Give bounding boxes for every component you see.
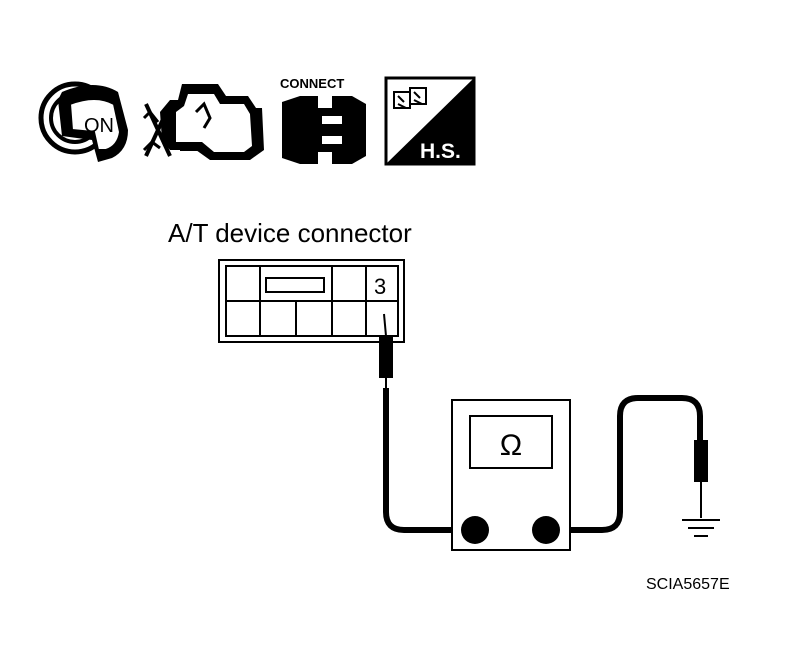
- connector-small-icon: [393, 87, 427, 109]
- probe-positive: [379, 313, 393, 388]
- engine-stopped-icon: [142, 84, 264, 160]
- hs-label: H.S.: [420, 140, 461, 163]
- ohm-symbol: Ω: [500, 429, 522, 462]
- ohmmeter: Ω: [451, 399, 571, 551]
- meter-terminal-negative: [532, 516, 560, 544]
- at-device-connector: 3: [218, 259, 405, 343]
- terminal-number-label: 3: [374, 274, 386, 299]
- meter-terminal-positive: [461, 516, 489, 544]
- probe-ground: [694, 440, 708, 518]
- connect-harness-icon: CONNECT: [280, 76, 366, 164]
- lead-wire-negative: [546, 395, 703, 533]
- ground-symbol: [682, 519, 720, 537]
- hs-harness-icon: H.S.: [384, 76, 476, 166]
- connector-title: A/T device connector: [168, 218, 412, 248]
- ignition-key-icon: ON: [38, 81, 128, 162]
- figure-code: SCIA5657E: [646, 576, 730, 593]
- ignition-on-label: ON: [84, 115, 114, 137]
- lead-wire-positive: [383, 388, 474, 533]
- connect-label: CONNECT: [280, 76, 344, 91]
